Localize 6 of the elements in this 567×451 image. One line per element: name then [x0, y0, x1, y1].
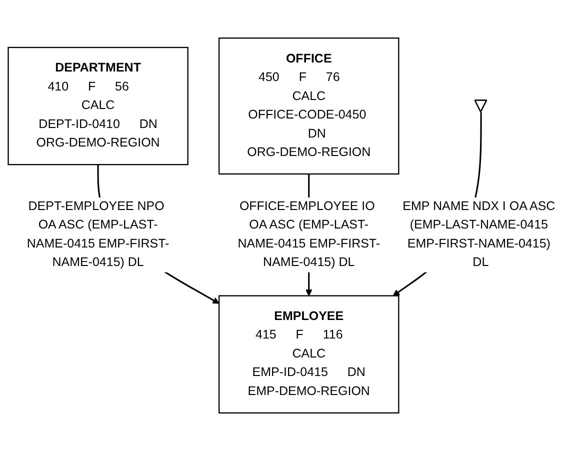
node-box [8, 46, 188, 166]
node-box [218, 295, 400, 414]
edge-label: EMP NAME NDX I OA ASC (EMP-LAST-NAME-0415 EMP-FIRST-NAME-0415) DL [402, 200, 556, 270]
edge-label: DEPT-EMPLOYEE NPO OA ASC (EMP-LAST-NAME-0415 EMP-FIRST-NAME-0415) DL [26, 200, 170, 270]
edge-label: OFFICE-EMPLOYEE IO OA ASC (EMP-LAST-NAME-0415 EMP-FIRST-NAME-0415) DL [238, 200, 380, 270]
node-box [218, 38, 400, 175]
